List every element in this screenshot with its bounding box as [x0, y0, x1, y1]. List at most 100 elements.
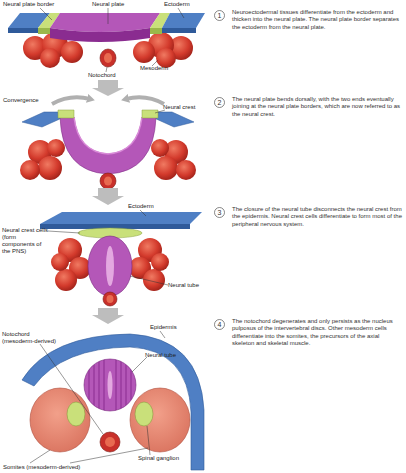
ectoderm-sheet — [162, 28, 196, 33]
notochord-cylinder — [107, 295, 114, 303]
mesoderm-blobs — [151, 139, 169, 157]
part-label: Neural crest — [163, 104, 211, 111]
convergence-arrows — [52, 97, 164, 104]
part-label: Convergence — [3, 97, 53, 104]
leader-line — [178, 8, 184, 18]
step-circle: 2 — [214, 97, 225, 108]
notochord-cylinder — [100, 49, 116, 67]
part-label: Somites (mesoderm-derived) — [3, 464, 113, 471]
circle-outline — [215, 320, 225, 330]
leader-line — [30, 331, 165, 463]
leader-line — [140, 210, 146, 216]
step-description: The neural plate bends dorsally, with th… — [232, 96, 402, 118]
leader-line — [48, 210, 168, 285]
part-label: Neural tube — [145, 352, 189, 359]
leader-line — [48, 231, 80, 233]
part-label: Notochord — [88, 72, 128, 79]
leader-line — [147, 426, 150, 455]
leader-line — [155, 110, 165, 113]
leader-line — [160, 331, 165, 338]
step-arrow — [92, 188, 124, 205]
neural-tube — [89, 355, 131, 415]
step-arrow — [92, 308, 124, 324]
neural-tube — [99, 355, 100, 415]
neural-tube — [88, 236, 132, 296]
notochord-cylinder — [103, 292, 117, 306]
step-description: Neuroectodermal tissues differentiate fr… — [232, 9, 402, 31]
ectoderm-sheet — [8, 13, 205, 42]
leader-line — [30, 450, 50, 463]
part-label: Ectoderm — [164, 1, 204, 8]
neural-tube — [104, 355, 105, 415]
mesoderm-blobs — [51, 253, 69, 271]
step-arrow — [92, 80, 124, 96]
neural-tube — [121, 355, 122, 415]
part-label: Epidermis — [150, 324, 194, 331]
neural-tube — [88, 236, 132, 296]
part-label: Neural plate border — [3, 1, 78, 8]
notochord-cylinder — [100, 432, 120, 452]
neural-plate-fold — [22, 110, 194, 174]
neural-tube — [108, 371, 113, 399]
part-label: Neural plate — [92, 1, 142, 8]
leader-line — [40, 8, 52, 20]
notochord-cylinder — [104, 53, 112, 63]
circle-outline — [215, 98, 225, 108]
step-circle: 1 — [214, 10, 225, 21]
neural-tube — [106, 246, 114, 286]
callout-number: 4 — [214, 319, 225, 330]
somites — [30, 388, 90, 452]
part-label: Mesoderm — [140, 65, 180, 72]
somites — [130, 388, 190, 452]
ectoderm-sheet — [38, 28, 50, 34]
leader-line — [132, 357, 147, 372]
neural-tube — [89, 355, 90, 415]
mesoderm-blobs — [55, 269, 77, 291]
ectoderm-sheet — [40, 212, 202, 229]
notochord-cylinder — [104, 177, 112, 186]
notochord-cylinder — [100, 432, 120, 452]
neural-plate-fold — [142, 110, 158, 118]
convergence-arrows — [126, 97, 164, 104]
callout-number: 2 — [214, 97, 225, 108]
step-circle: 4 — [214, 319, 225, 330]
leader-line — [106, 67, 107, 72]
ectoderm-sheet — [162, 13, 205, 28]
mesoderm-blobs — [38, 156, 62, 180]
neural-tube — [116, 355, 117, 415]
convergence-arrows — [52, 97, 90, 104]
part-label: Notochord (mesoderm-derived) — [2, 331, 62, 345]
notochord-cylinder — [100, 173, 116, 189]
ectoderm-sheet — [40, 212, 202, 224]
spinal-ganglion — [67, 402, 153, 426]
leader-line — [108, 8, 109, 24]
epidermis-band — [22, 334, 204, 470]
step-circle: 3 — [214, 207, 225, 218]
leader-line — [130, 276, 168, 285]
ectoderm-sheet — [50, 28, 150, 42]
leader-line — [40, 8, 184, 72]
ectoderm-sheet — [150, 28, 162, 34]
spinal-ganglion — [67, 402, 85, 426]
mesoderm-blobs — [176, 160, 196, 180]
mesoderm-blobs — [20, 160, 40, 180]
mesoderm-blobs — [151, 253, 169, 271]
leader-line — [155, 110, 165, 113]
neural-plate-fold — [154, 112, 194, 127]
notochord-cylinder — [103, 292, 117, 306]
ectoderm-sheet — [8, 28, 38, 33]
part-label: Neural tube — [168, 282, 212, 289]
neural-tube — [126, 355, 127, 415]
mesoderm-blobs — [40, 48, 60, 68]
part-label: Neural crest cells (form components of t… — [2, 227, 50, 255]
neural-tube — [131, 355, 132, 415]
neural-tube — [84, 359, 136, 411]
mesoderm-blobs — [47, 139, 65, 157]
notochord-cylinder — [105, 437, 115, 447]
callout-number: 1 — [214, 10, 225, 21]
mesoderm-blobs — [61, 41, 83, 63]
leader-line — [70, 448, 148, 463]
mesoderm-blobs — [133, 41, 155, 63]
